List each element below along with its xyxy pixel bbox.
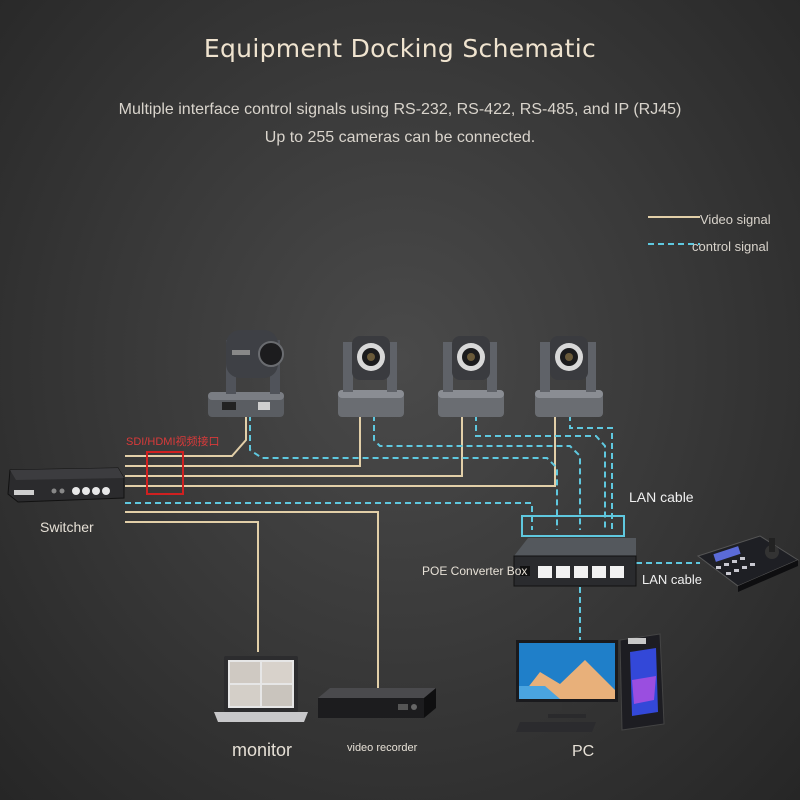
poe-converter-box [513,538,637,587]
video-line-recorder [125,511,379,690]
lan-cable-right-label: LAN cable [642,572,702,587]
video-recorder-label: video recorder [347,742,418,754]
subtitle-line2: Up to 255 cameras can be connected. [264,129,536,146]
control-line-cam3 [475,415,606,530]
video-line-monitor [125,521,259,652]
pc-label: PC [572,743,595,760]
legend-control-label: control signal [692,239,769,254]
camera-4 [535,336,603,417]
video-line-cam3 [125,415,463,477]
camera-3 [438,336,504,417]
page-title: Equipment Docking Schematic [203,34,597,63]
sdi-hdmi-highlight-box [146,451,184,495]
switcher-label: Switcher [40,519,94,535]
switcher-device [7,467,125,503]
ptz-keyboard-controller [696,535,800,592]
control-line-cam2 [373,415,581,530]
poe-box-label: POE Converter Box [422,564,528,578]
lan-cable-box [521,515,625,537]
control-line-cam4 [569,415,613,530]
sdi-hdmi-label: SDI/HDMI视频接口 [126,436,220,448]
monitor-laptop [214,656,308,722]
control-line-cam1 [249,415,558,530]
subtitle-line1: Multiple interface control signals using… [118,101,682,118]
video-signal-lines [125,415,556,690]
camera-2 [338,336,404,417]
video-line-cam1 [125,415,247,457]
video-recorder-device [318,688,436,718]
control-line-switcher [125,502,533,530]
video-line-cam4 [125,415,556,487]
control-signal-lines [125,415,700,640]
pc-workstation [516,633,665,732]
legend-video-label: Video signal [700,212,771,227]
camera-1 [208,330,284,417]
video-line-cam2 [125,415,361,467]
monitor-label: monitor [232,740,293,760]
lan-cable-top-label: LAN cable [629,489,694,505]
